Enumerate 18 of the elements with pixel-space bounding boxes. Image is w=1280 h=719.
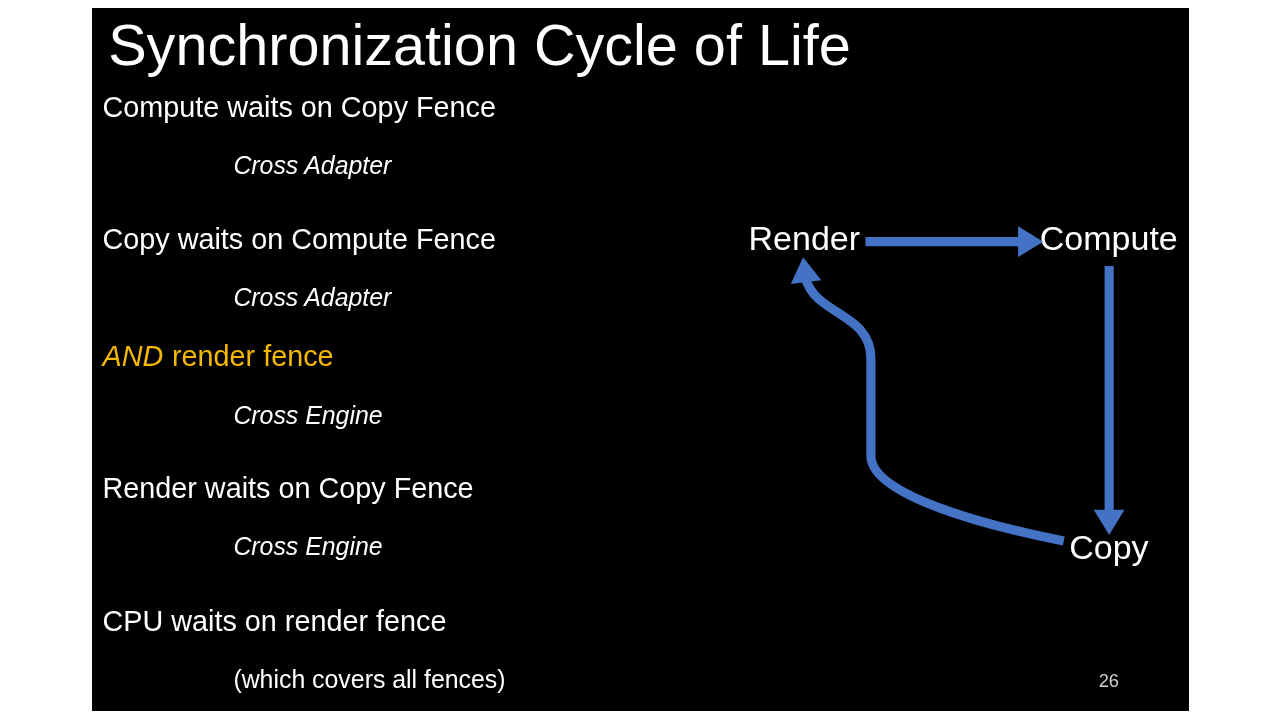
node-text: Render <box>748 218 860 257</box>
label: (which covers all fences) <box>232 665 506 694</box>
label: Cross Adapter <box>232 150 391 179</box>
arrow <box>1093 266 1125 535</box>
label: Cross Adapter <box>232 283 391 312</box>
label: CPU waits on render fence <box>101 604 446 637</box>
label: 26 <box>1098 670 1119 692</box>
label: Render waits on Copy Fence <box>101 472 474 505</box>
label: Compute waits on Copy Fence <box>101 91 496 124</box>
arrow <box>790 257 1065 546</box>
label: Copy waits on Compute Fence <box>101 223 496 256</box>
node-text: Compute <box>1039 218 1178 257</box>
diagram-title: Synchronization Cycle of Life <box>107 12 851 77</box>
label: Cross Engine <box>232 400 383 429</box>
label: AND render fence <box>101 340 334 373</box>
node-text: Copy <box>1068 527 1149 566</box>
arrow <box>865 226 1043 258</box>
label: Cross Engine <box>232 532 383 561</box>
